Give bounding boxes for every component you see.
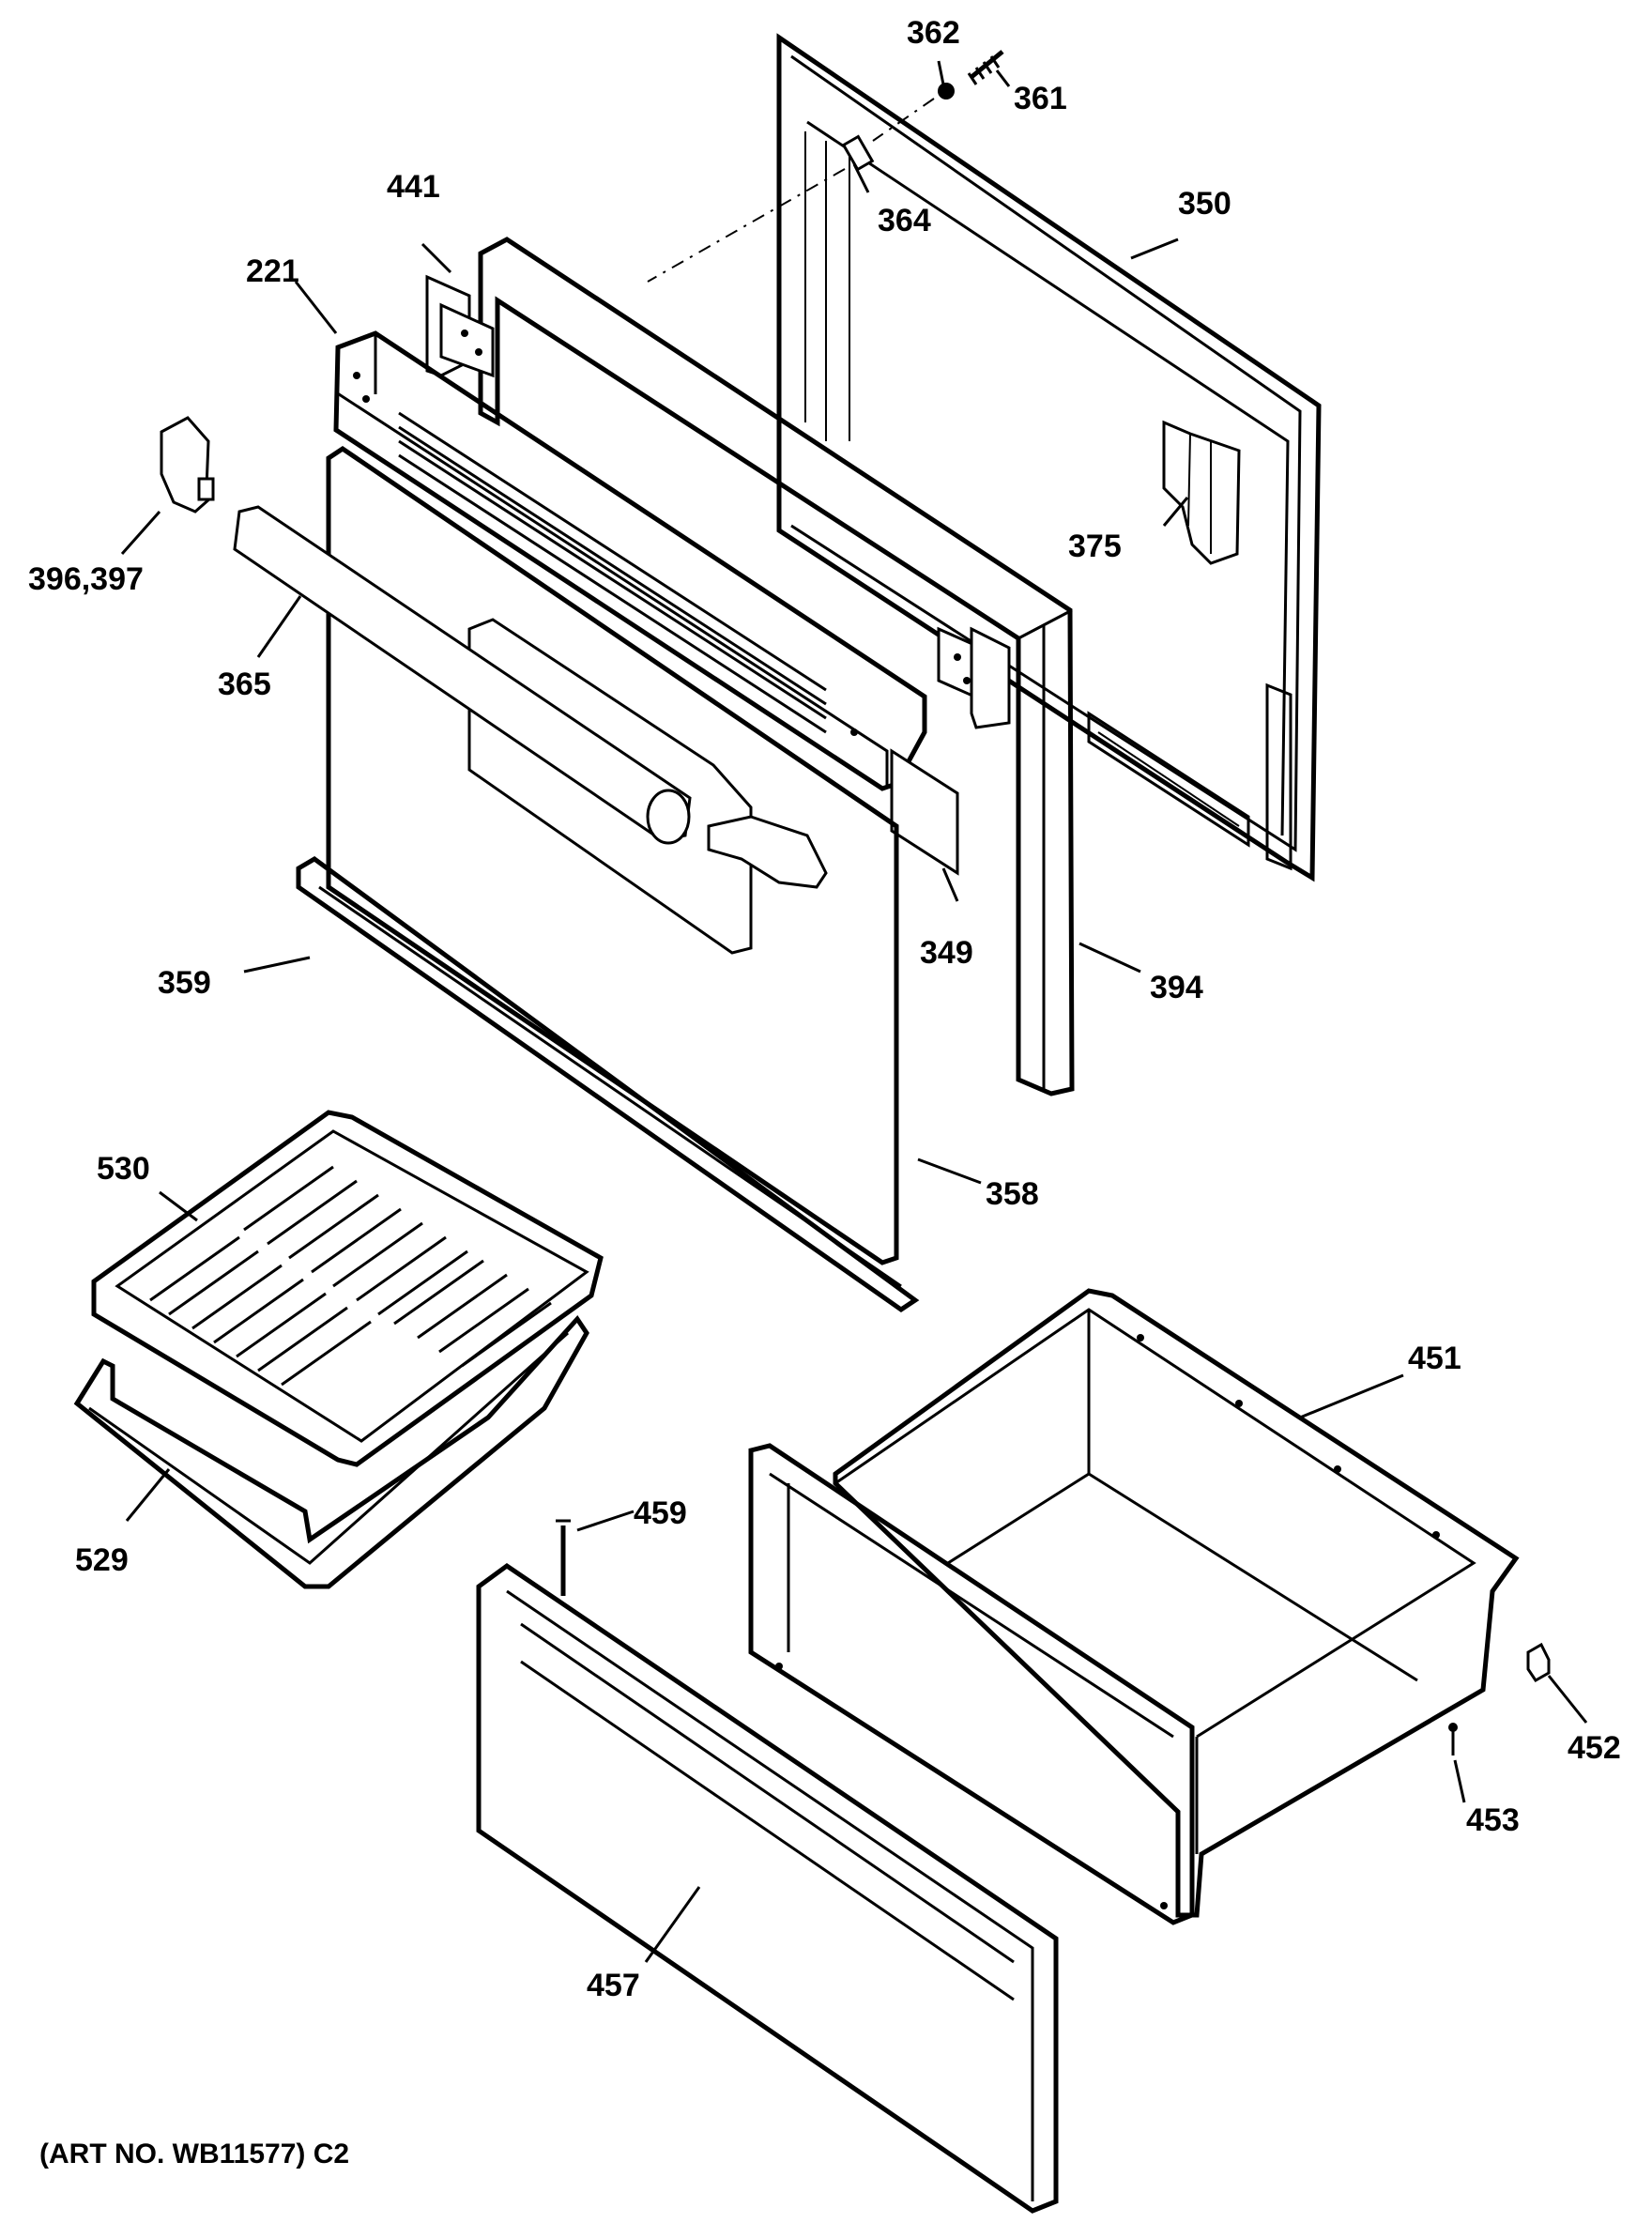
door-liner-394 [478, 237, 1075, 1096]
callout-529: 529 [75, 1542, 129, 1578]
callout-361: 361 [1014, 81, 1067, 116]
callout-358: 358 [986, 1176, 1039, 1212]
callout-452: 452 [1568, 1730, 1621, 1766]
bolt-centerline [872, 98, 935, 142]
bottom-trim-359 [296, 856, 920, 1313]
broiler-rack-530 [91, 1110, 604, 1467]
callout-375: 375 [1068, 529, 1122, 564]
door-front-358 [326, 445, 899, 1265]
callout-349: 349 [920, 935, 973, 971]
hinge-441 [425, 274, 495, 378]
leader-lines [120, 60, 1588, 1963]
callout-350: 350 [1178, 186, 1231, 222]
hinge-right-lower [937, 626, 1011, 729]
broiler-slots [149, 1165, 552, 1387]
callout-441: 441 [387, 169, 440, 205]
door-handle-365 [233, 505, 692, 845]
screw-459 [556, 1519, 571, 1596]
callout-359: 359 [158, 965, 211, 1001]
callout-362: 362 [907, 15, 960, 51]
art-number-footer: (ART NO. WB11577) C2 [39, 2139, 350, 2169]
callout-459: 459 [634, 1495, 687, 1531]
glass-349 [890, 748, 959, 876]
screw-453 [1448, 1723, 1458, 1755]
callout-396-397: 396,397 [28, 561, 144, 597]
drawer-front-457 [476, 1562, 1059, 2214]
assembly-centerline [647, 168, 846, 283]
broiler-pan-529 [73, 1314, 589, 1589]
insulation-375 [1162, 420, 1241, 565]
clip-396-397 [160, 416, 215, 514]
stud-364 [841, 134, 875, 172]
bumper-452 [1526, 1642, 1551, 1682]
drawer-box-451 [833, 1288, 1520, 1918]
callout-364: 364 [878, 203, 931, 238]
handle-bracket [707, 815, 828, 889]
callout-394: 394 [1150, 970, 1203, 1005]
callout-530: 530 [97, 1151, 150, 1187]
callout-451: 451 [1408, 1341, 1461, 1376]
callout-457: 457 [587, 1968, 640, 2003]
vent-trim-221 [333, 330, 927, 791]
callout-221: 221 [246, 253, 299, 289]
callout-453: 453 [1466, 1802, 1520, 1838]
right-hinge-area [1087, 682, 1293, 871]
door-bolt-361 [967, 50, 1004, 85]
callout-365: 365 [218, 667, 271, 702]
drawer-frame [748, 1443, 1195, 1925]
washer-362 [938, 83, 955, 100]
